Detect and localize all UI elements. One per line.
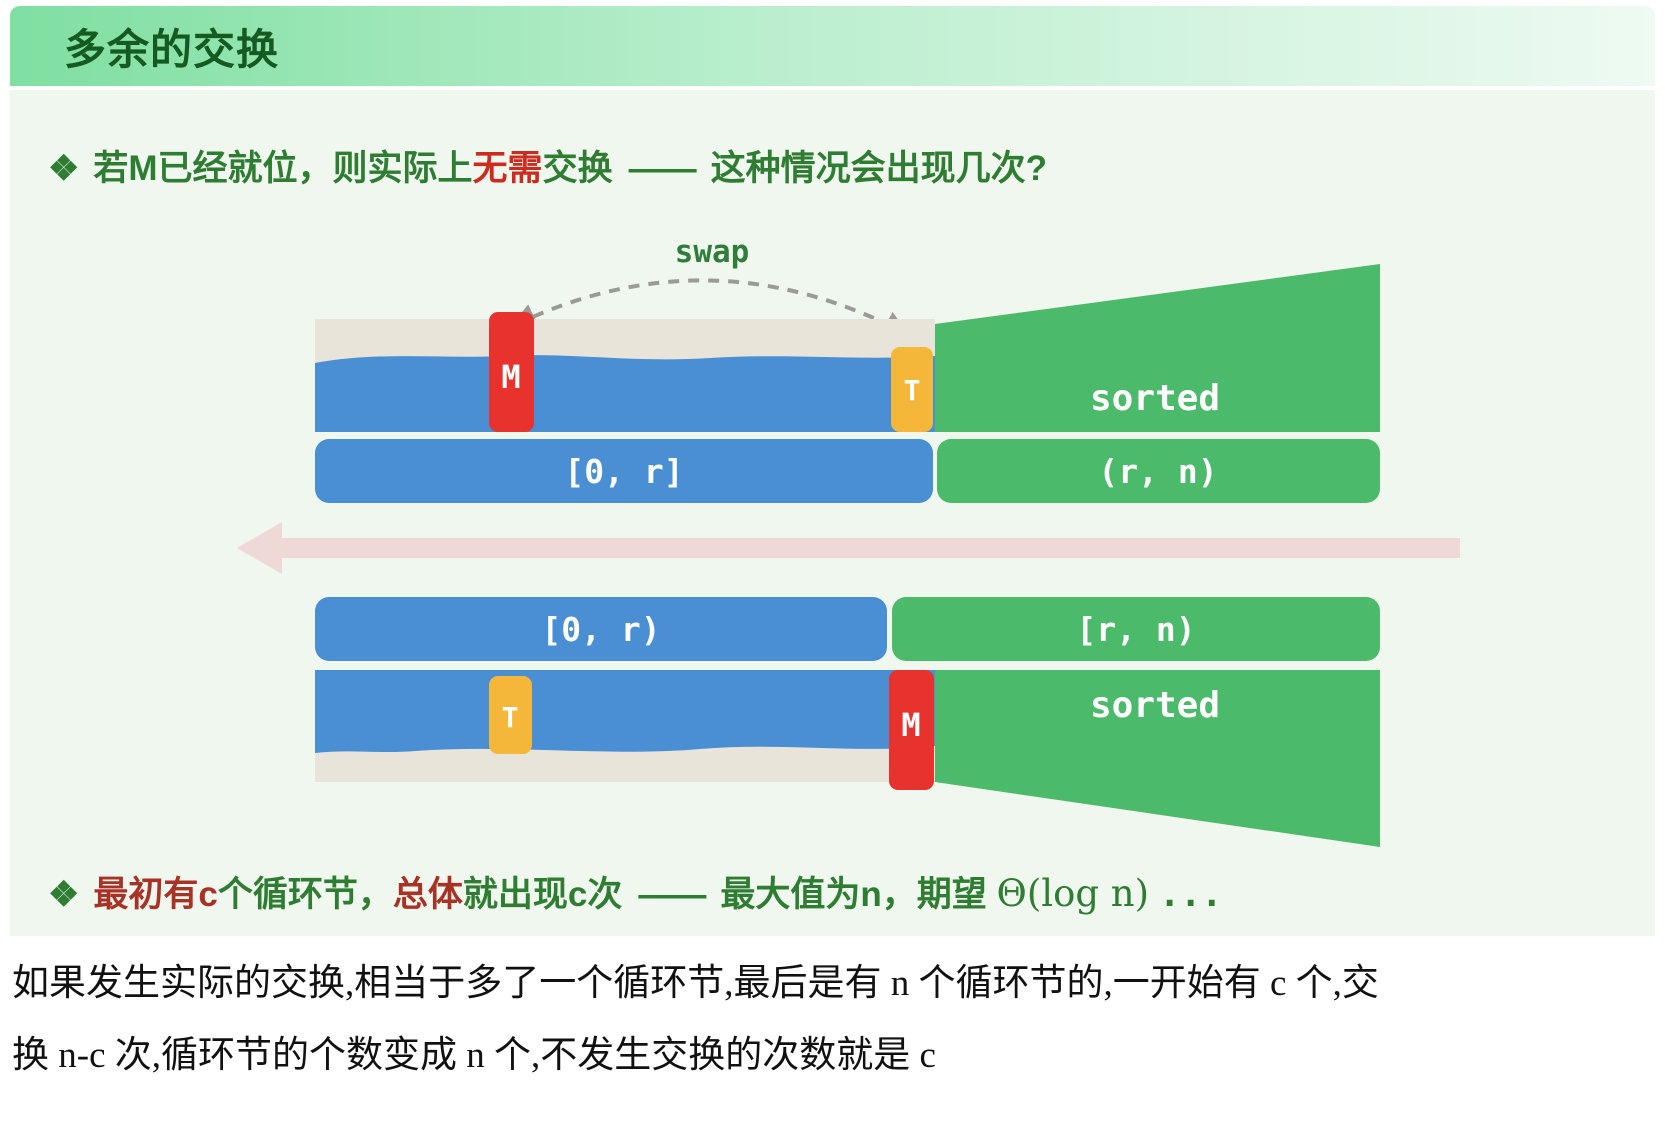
ellipsis-text: ... [1159, 875, 1223, 915]
diamond-bullet-icon: ❖ [48, 149, 80, 188]
page-title: 多余的交换 [64, 25, 280, 73]
bullet-line-1: ❖ 若M已经就位，则实际上无需交换 —— 这种情况会出现几次? [48, 140, 1047, 191]
bottom-left-range-label: [0, r) [541, 610, 660, 649]
handwritten-note: 如果发生实际的交换,相当于多了一个循环节,最后是有 n 个循环节的,一开始有 c… [12, 948, 1656, 1092]
swap-dashed-arrow [510, 278, 910, 336]
bottom-right-range-label: [r, n) [1076, 610, 1195, 649]
top-left-range-bar [315, 439, 933, 503]
tail-marker-bottom [489, 676, 532, 754]
bullet2-text-2: 就出现c次 [462, 875, 623, 914]
bullet-line-2: ❖ 最初有c个循环节，总体就出现c次 —— 最大值为n，期望 Θ(log n)... [48, 866, 1222, 917]
title-bar: 多余的交换 [10, 6, 1655, 86]
max-marker-top [489, 312, 534, 432]
note-line-2: 换 n-c 次,循环节的个数变成 n 个,不发生交换的次数就是 c [12, 1035, 936, 1077]
bullet1-question: 这种情况会出现几次? [710, 149, 1047, 188]
top-sorted-wedge [935, 264, 1380, 432]
theta-log-n-formula: Θ(log n) [996, 872, 1150, 915]
note-line-1: 如果发生实际的交换,相当于多了一个循环节,最后是有 n 个循环节的,一开始有 c… [12, 963, 1379, 1004]
bullet1-highlight-red: 无需 [472, 149, 543, 188]
tail-marker-top [891, 347, 933, 432]
top-right-range-bar [937, 439, 1380, 503]
em-dash: —— [638, 875, 706, 914]
bottom-left-range-bar [315, 597, 887, 661]
bullet2-text-3: 最大值为n，期望 [720, 875, 987, 914]
em-dash: —— [628, 149, 697, 188]
bottom-sorted-wedge [935, 670, 1380, 847]
swap-label: swap [675, 234, 750, 270]
top-sorted-label: sorted [1090, 378, 1220, 419]
tail-marker-top-label: T [904, 374, 921, 407]
top-left-range-label: [0, r] [564, 452, 683, 491]
bullet2-text-1: 个循环节， [217, 875, 393, 914]
max-marker-bottom-label: M [901, 706, 920, 744]
bullet2-highlight-2: 总体 [392, 875, 463, 914]
iteration-arrow-left [237, 522, 1460, 574]
bottom-sorted-label: sorted [1090, 685, 1220, 726]
tail-marker-bottom-label: T [502, 701, 519, 734]
max-marker-top-label: M [501, 358, 520, 396]
max-marker-bottom [889, 670, 934, 790]
diamond-bullet-icon: ❖ [48, 875, 80, 914]
top-right-range-label: (r, n) [1098, 452, 1217, 491]
bottom-right-range-bar [892, 597, 1380, 661]
bullet1-text-1: 若M已经就位，则实际上 [93, 149, 473, 188]
swap-diagram: swap sorted M T [0, r] (r, n) [0, r) [r,… [237, 234, 1460, 847]
bottom-unsorted-wave [315, 670, 935, 753]
slide-body: ❖ 若M已经就位，则实际上无需交换 —— 这种情况会出现几次? swap sorted… [10, 90, 1655, 936]
top-unsorted-wave [315, 355, 935, 432]
bullet2-highlight-1: 最初有c [93, 875, 218, 914]
bullet1-text-2: 交换 [542, 149, 613, 188]
